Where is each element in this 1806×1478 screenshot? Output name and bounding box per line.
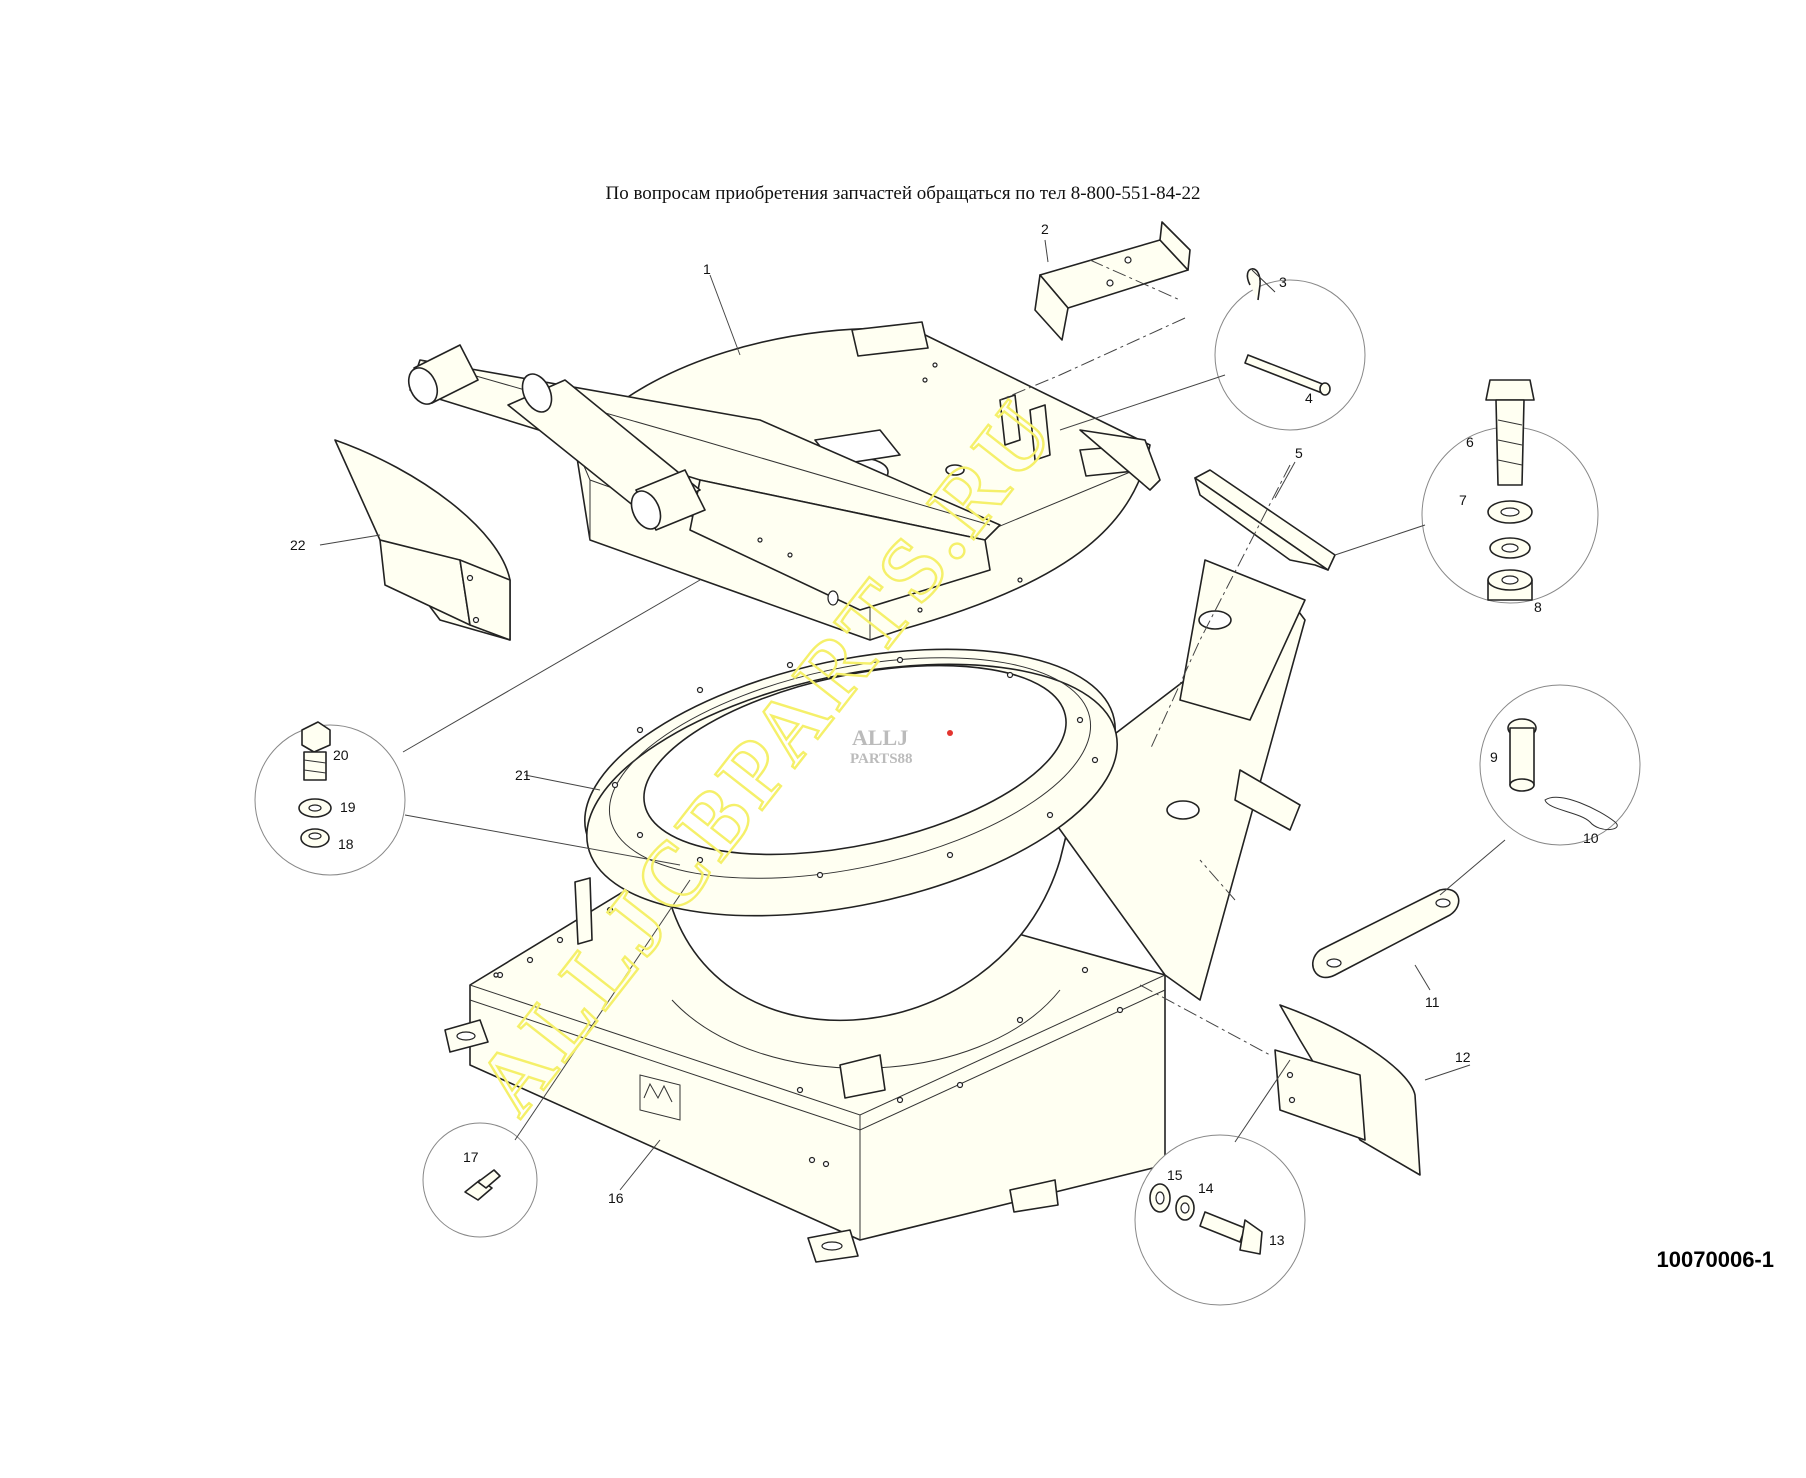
callout-16: 16 <box>608 1190 624 1206</box>
link-part-11 <box>1311 888 1460 979</box>
logo-line-1: ALLJ <box>852 725 908 750</box>
detail-circle-fitting-17 <box>422 1122 538 1238</box>
detail-circle-pin <box>1214 268 1366 431</box>
drawing-number: 10070006-1 <box>1656 1247 1774 1272</box>
callout-11: 11 <box>1425 994 1440 1010</box>
parts-logo: ALLJ PARTS88 <box>850 725 953 767</box>
callout-15: 15 <box>1167 1167 1183 1183</box>
contact-header: По вопросам приобретения запчастей обращ… <box>605 183 1201 204</box>
plate-holes <box>757 362 1023 613</box>
callout-7: 7 <box>1459 492 1467 508</box>
callout-14: 14 <box>1198 1180 1214 1196</box>
detail-circle-bolt-6-8 <box>1421 379 1599 604</box>
callout-9: 9 <box>1490 749 1498 765</box>
callout-6: 6 <box>1466 434 1474 450</box>
callout-4: 4 <box>1305 390 1313 406</box>
detail-circle-bolt-18-20 <box>254 721 406 876</box>
clip-part-5 <box>1194 469 1336 571</box>
callout-22: 22 <box>290 537 306 553</box>
detail-circle-bolt-13-15 <box>1134 1134 1306 1306</box>
guard-part-12 <box>1274 1004 1421 1176</box>
bracket-part-2 <box>1034 221 1191 341</box>
callout-numbers: 1 2 3 4 5 6 7 8 9 10 11 12 13 14 15 16 1… <box>290 221 1599 1248</box>
callout-12: 12 <box>1455 1049 1471 1065</box>
callout-20: 20 <box>333 747 349 763</box>
ring-bolt-holes <box>611 656 1099 879</box>
frame-holes <box>493 906 1124 1168</box>
leader-lines <box>319 239 1506 1191</box>
callout-8: 8 <box>1534 599 1542 615</box>
logo-line-2: PARTS88 <box>850 751 913 767</box>
callout-10: 10 <box>1583 830 1599 846</box>
callout-18: 18 <box>338 836 354 852</box>
callout-19: 19 <box>340 799 356 815</box>
callout-5: 5 <box>1295 445 1303 461</box>
callout-13: 13 <box>1269 1232 1285 1248</box>
callout-21: 21 <box>515 767 531 783</box>
detail-circle-pin-9-10 <box>1479 684 1641 846</box>
centre-lines <box>999 259 1291 1056</box>
swing-plate <box>407 321 1161 641</box>
callout-17: 17 <box>463 1149 479 1165</box>
callout-3: 3 <box>1279 274 1287 290</box>
callout-1: 1 <box>703 261 711 277</box>
callout-2: 2 <box>1041 221 1049 237</box>
pivot-tubes <box>407 344 706 531</box>
guard-part-22 <box>334 439 511 641</box>
slew-ring <box>584 648 1118 917</box>
